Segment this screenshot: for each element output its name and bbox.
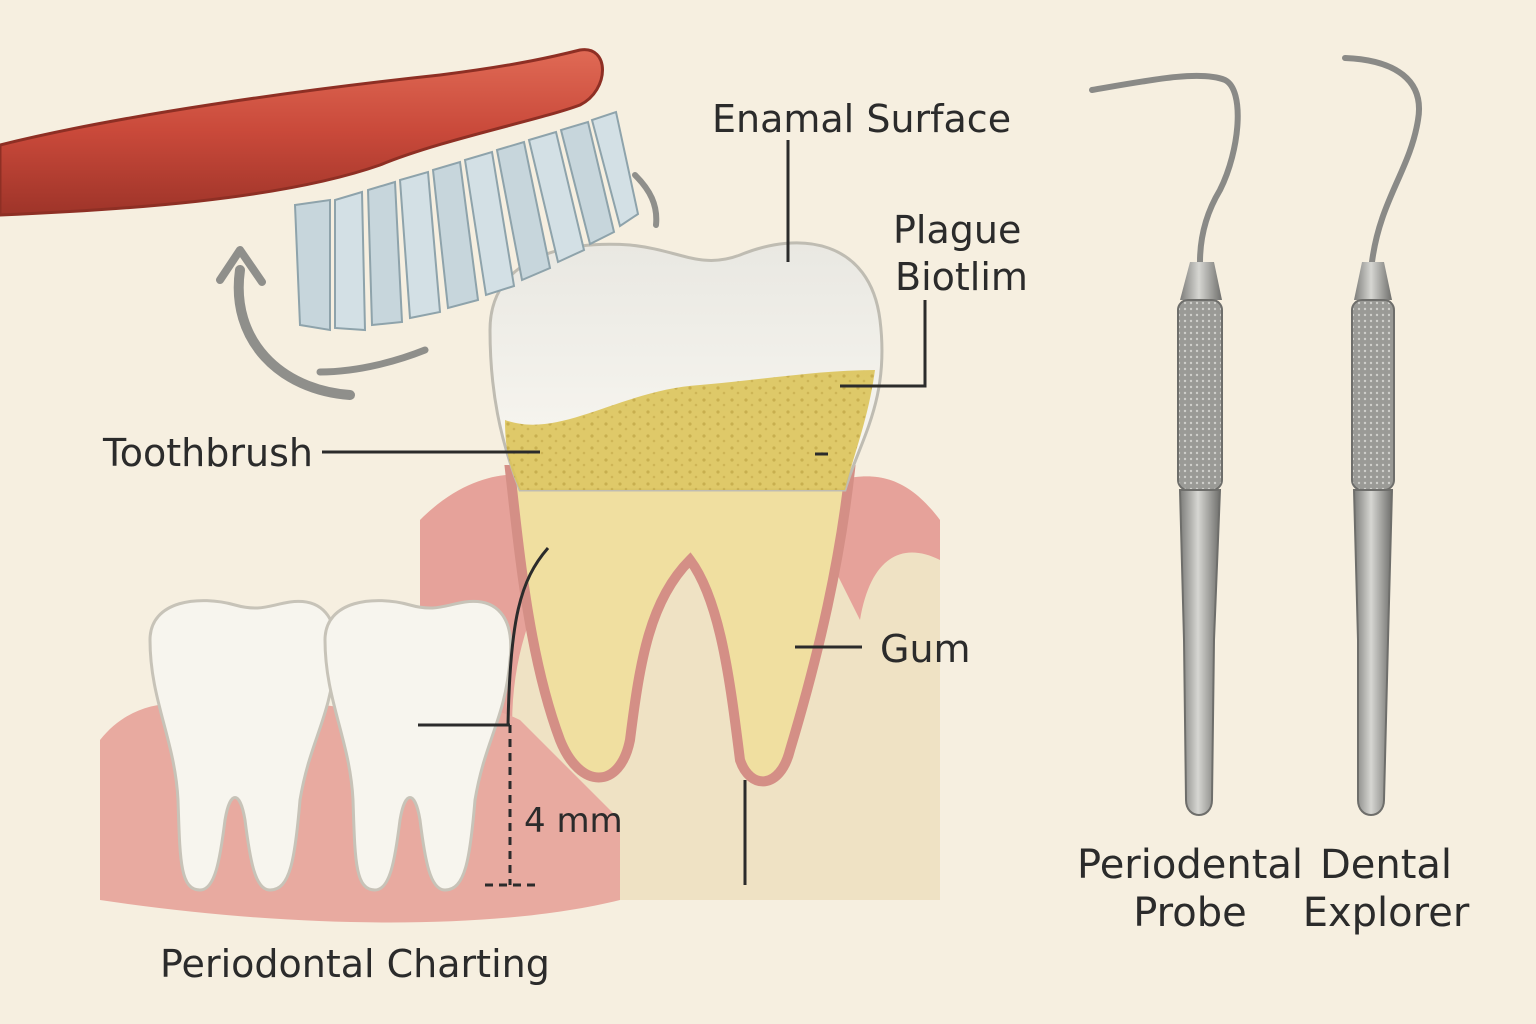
probe-label-line1: Periodental [1077,842,1303,888]
periodontal-probe [1092,76,1238,815]
gum-label: Gum [880,627,971,671]
enamel-surface-label: Enamal Surface [712,97,1011,141]
plaque-label-line2: Biotlim [895,255,1028,299]
periodontal-charting-label: Periodontal Charting [160,942,550,986]
plaque-label-line1: Plague [893,208,1021,252]
explorer-label-line2: Explorer [1303,890,1470,936]
measurement-label: 4 mm [524,801,623,841]
probe-label-line2: Probe [1133,890,1246,936]
explorer-label-line1: Dental [1320,842,1452,888]
toothbrush-label: Toothbrush [102,431,313,475]
dental-explorer [1345,58,1419,815]
